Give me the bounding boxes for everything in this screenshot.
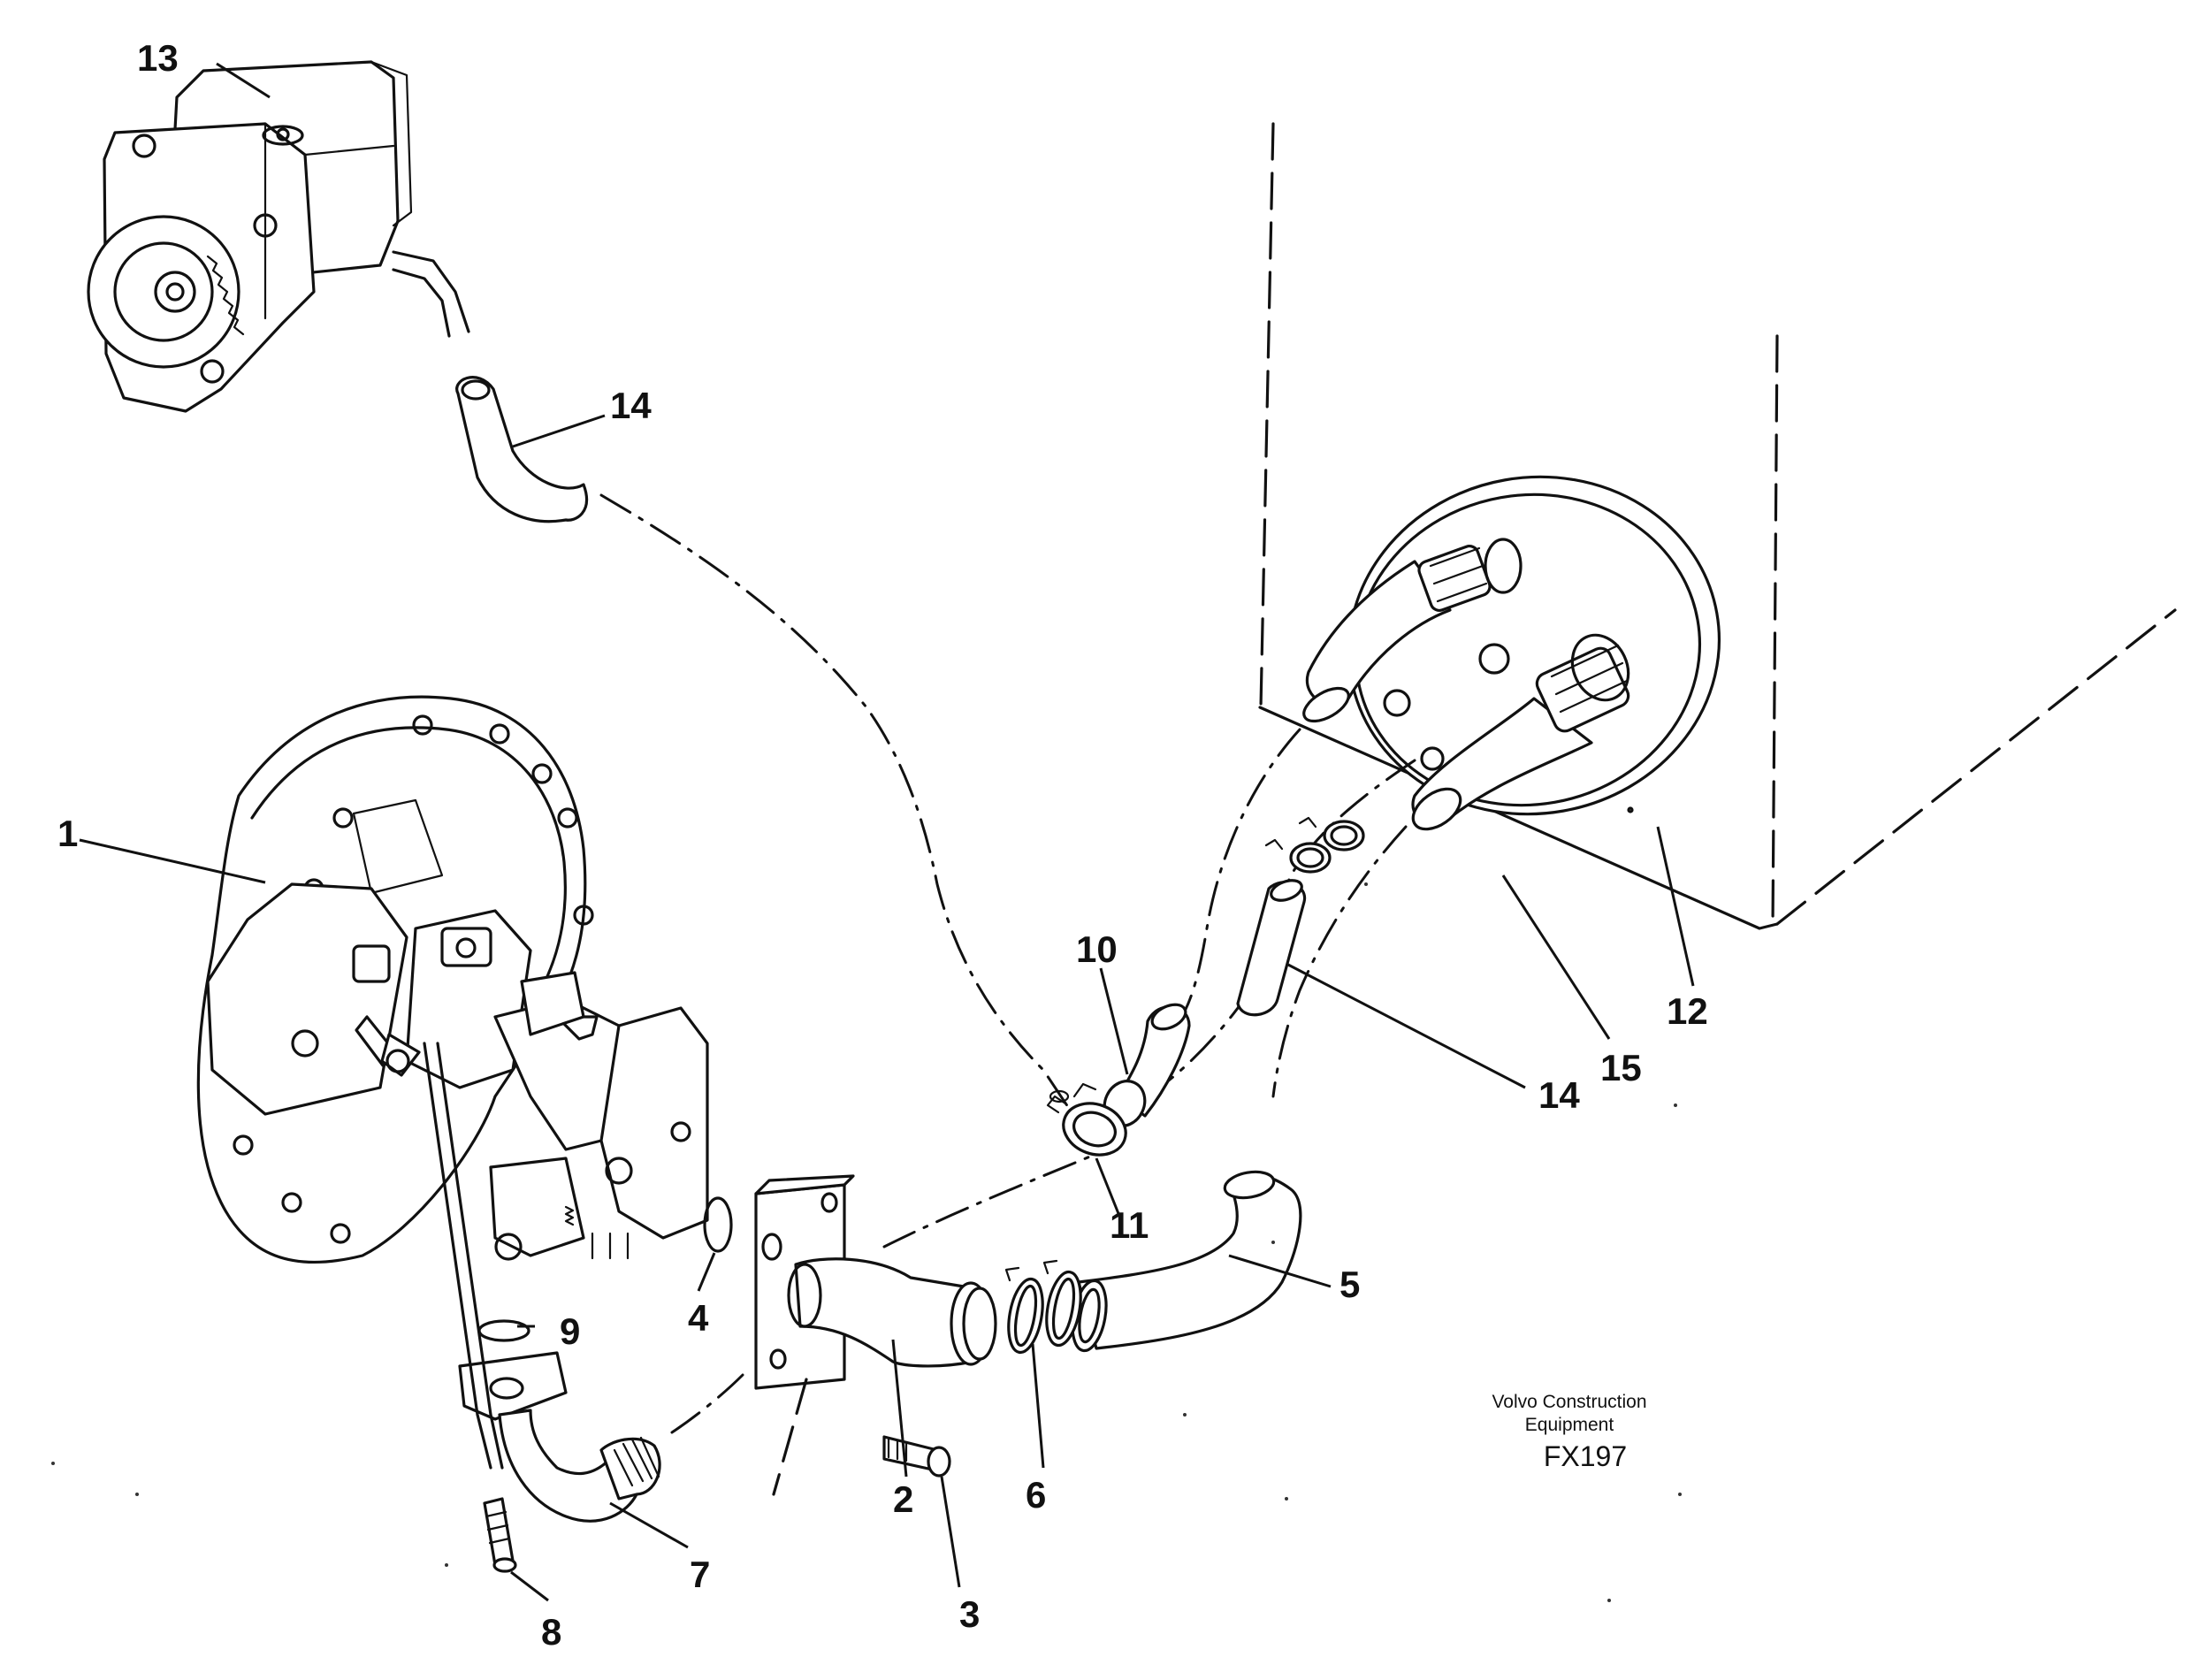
callout-15: 15 [1600,1047,1642,1088]
callout-6: 6 [1026,1474,1046,1516]
gear-pump-13 [87,60,413,413]
rod-8 [423,1042,517,1573]
elbow-2 [754,1174,997,1390]
flow-line-2-to-11 [882,1152,1098,1249]
caption-line-2: Equipment [1525,1415,1614,1435]
callout-8: 8 [541,1611,561,1653]
callout-13: 13 [137,37,179,79]
callout-14-lower: 14 [1538,1074,1580,1116]
callout-1: 1 [57,813,78,854]
callout-3: 3 [959,1593,980,1635]
print-specks [51,882,1682,1602]
callout-12: 12 [1667,990,1708,1032]
caption-code: FX197 [1544,1440,1627,1472]
flow-line-tank-to-10 [1174,728,1301,1027]
caption: Volvo Construction Equipment FX197 [1492,1392,1646,1472]
clamp-11 [1046,1082,1127,1157]
bolt-3 [772,1378,951,1496]
flow-line-14-to-11 [599,493,1072,1111]
flywheel-housing-pump-1 [196,695,709,1264]
elbow-hose-7 [458,1351,744,1523]
callout-labels: 1 2 3 4 5 6 7 8 9 10 11 12 13 14 14 15 [57,37,1708,1653]
tank-flange-cover [1302,475,1721,831]
hose-14-lower [1236,879,1307,1017]
callout-2: 2 [893,1478,913,1520]
callout-9: 9 [560,1310,580,1352]
hose-clamps-6 [1004,1259,1082,1355]
o-ring-4 [703,1196,733,1253]
hydraulic-tank-12 [1258,122,2177,930]
callout-10: 10 [1076,928,1118,970]
leader-lines [79,62,1695,1602]
flow-line-tank-to-5 [1271,825,1408,1098]
callout-11: 11 [1110,1204,1149,1246]
callout-4: 4 [688,1297,709,1339]
callout-14-upper: 14 [610,385,652,426]
caption-line-1: Volvo Construction [1492,1392,1646,1412]
callout-5: 5 [1339,1264,1360,1305]
hose-14-upper [392,250,589,523]
hose-5 [1071,1170,1302,1353]
o-ring-9 [477,1319,530,1342]
clamp-15 [1264,816,1365,874]
callout-7: 7 [690,1554,710,1595]
